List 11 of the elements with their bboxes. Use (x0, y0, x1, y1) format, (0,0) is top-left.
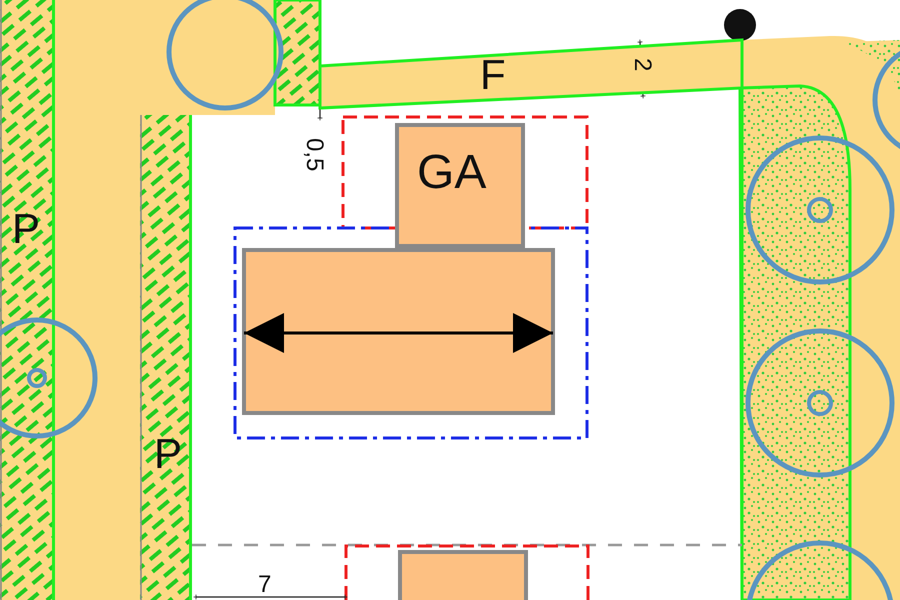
dimension-value: 2 (630, 58, 654, 72)
dimension-value: 0,5 (302, 138, 326, 172)
house-box (242, 248, 555, 415)
plan-label: GA (417, 149, 486, 197)
road-band (320, 36, 742, 110)
garage-box (395, 123, 525, 248)
parking-strip (140, 115, 192, 600)
dimension-value: 7 (258, 573, 272, 597)
parking-strip (0, 0, 55, 600)
garage-box (398, 550, 528, 600)
plan-label: F (480, 54, 506, 96)
